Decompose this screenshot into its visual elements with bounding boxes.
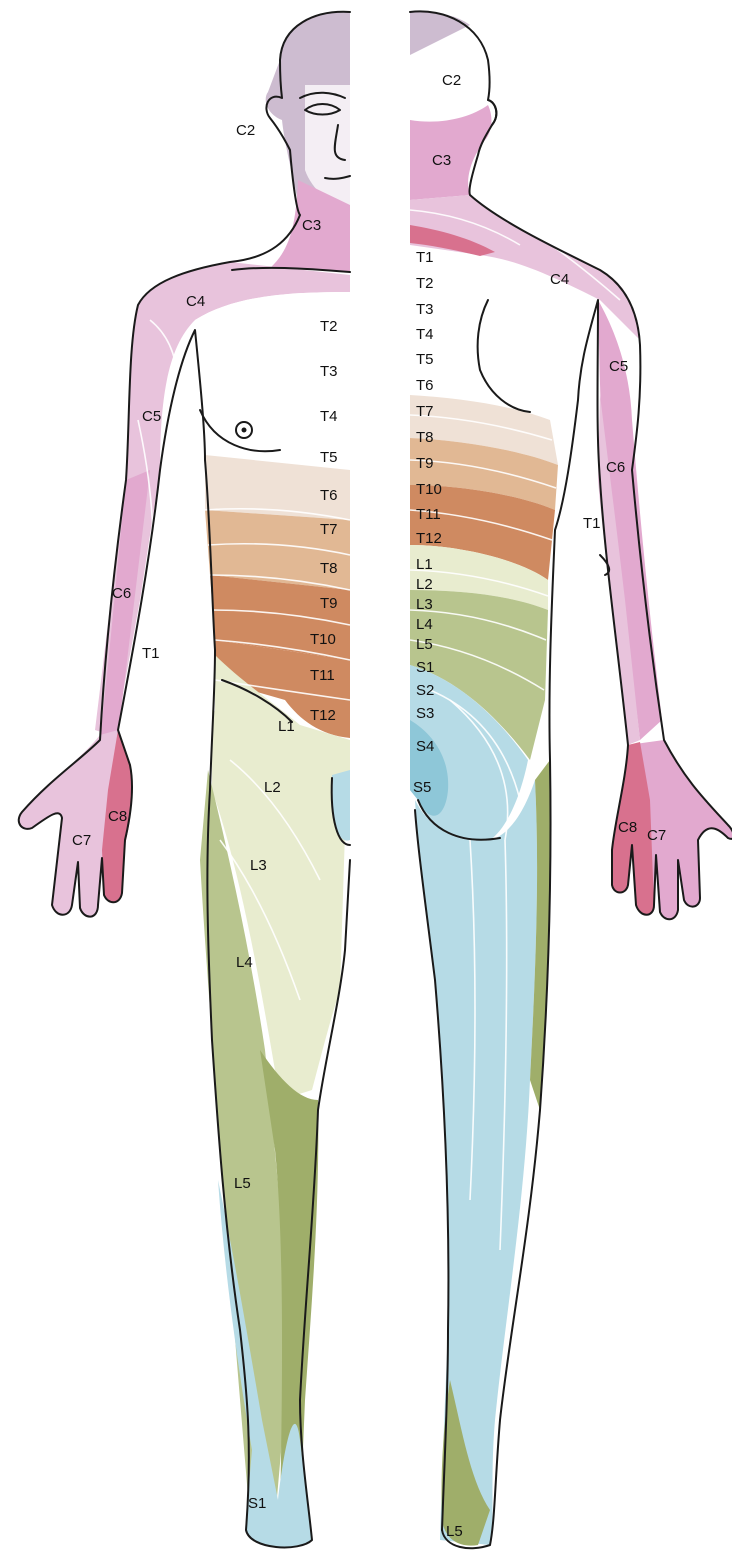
front-label-c2: C2 xyxy=(236,122,255,139)
back-label-l5-foot: L5 xyxy=(446,1523,463,1540)
back-label-l1: L1 xyxy=(416,556,433,573)
back-scapula-outline xyxy=(478,300,530,412)
front-label-t9: T9 xyxy=(320,595,338,612)
back-label-c5: C5 xyxy=(609,358,628,375)
front-label-t12: T12 xyxy=(310,707,336,724)
back-label-s2: S2 xyxy=(416,682,434,699)
front-label-l3: L3 xyxy=(250,857,267,874)
posterior-figure: C2 C3 T1 T2 C4 T3 T4 C5 T5 T6 T7 T8 C6 T… xyxy=(410,11,732,1548)
front-label-t6: T6 xyxy=(320,487,338,504)
front-label-t4: T4 xyxy=(320,408,338,425)
back-label-l4: L4 xyxy=(416,616,433,633)
front-label-t3: T3 xyxy=(320,363,338,380)
back-label-t5: T5 xyxy=(416,351,434,368)
back-label-t3: T3 xyxy=(416,301,434,318)
back-label-t7: T7 xyxy=(416,403,434,420)
back-label-t8: T8 xyxy=(416,429,434,446)
back-label-t12: T12 xyxy=(416,530,442,547)
front-label-c3: C3 xyxy=(302,217,321,234)
back-leg-sacral-region xyxy=(415,780,537,1545)
front-label-t8: T8 xyxy=(320,560,338,577)
front-label-c4: C4 xyxy=(186,293,205,310)
back-label-l3: L3 xyxy=(416,596,433,613)
front-label-c8: C8 xyxy=(108,808,127,825)
back-label-c2: C2 xyxy=(442,72,461,89)
front-label-t2: T2 xyxy=(320,318,338,335)
front-label-l4: L4 xyxy=(236,954,253,971)
back-label-c8: C8 xyxy=(618,819,637,836)
back-label-s3: S3 xyxy=(416,705,434,722)
back-label-c3: C3 xyxy=(432,152,451,169)
back-label-t1-arm: T1 xyxy=(583,515,601,532)
front-label-l2: L2 xyxy=(264,779,281,796)
back-scalp-region xyxy=(410,12,470,55)
back-label-c4: C4 xyxy=(550,271,569,288)
back-label-c7: C7 xyxy=(647,827,666,844)
back-label-l5: L5 xyxy=(416,636,433,653)
front-arm-c6-region xyxy=(100,470,150,740)
back-label-s5: S5 xyxy=(413,779,431,796)
front-label-t1: T1 xyxy=(142,645,160,662)
front-label-t11: T11 xyxy=(310,667,335,684)
front-label-c5: C5 xyxy=(142,408,161,425)
back-label-l2: L2 xyxy=(416,576,433,593)
back-label-t2: T2 xyxy=(416,275,434,292)
front-label-l1: L1 xyxy=(278,718,295,735)
front-label-t5: T5 xyxy=(320,449,338,466)
back-label-c6: C6 xyxy=(606,459,625,476)
front-label-c7: C7 xyxy=(72,832,91,849)
back-label-s4: S4 xyxy=(416,738,434,755)
front-label-l5: L5 xyxy=(234,1175,251,1192)
anterior-figure: C2 C3 C4 T2 T3 C5 T4 T5 T6 T7 T8 C6 T9 T… xyxy=(19,12,350,1548)
back-label-t9: T9 xyxy=(416,455,434,472)
front-label-c6: C6 xyxy=(112,585,131,602)
back-label-t6: T6 xyxy=(416,377,434,394)
back-label-t11: T11 xyxy=(416,506,441,523)
back-label-t4: T4 xyxy=(416,326,434,343)
front-label-t10: T10 xyxy=(310,631,336,648)
back-label-s1: S1 xyxy=(416,659,434,676)
back-label-t1-spine: T1 xyxy=(416,249,434,266)
front-label-s1: S1 xyxy=(248,1495,266,1512)
back-label-t10: T10 xyxy=(416,481,442,498)
front-label-t7: T7 xyxy=(320,521,338,538)
